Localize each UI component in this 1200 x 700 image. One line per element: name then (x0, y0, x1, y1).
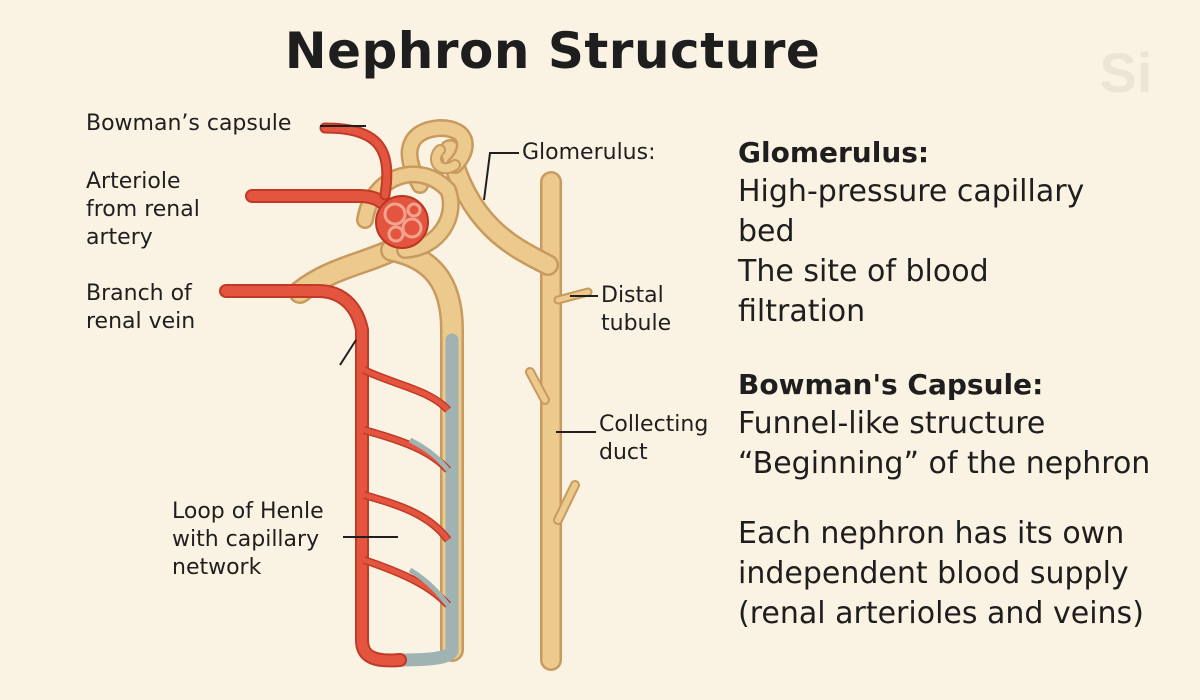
brand-logo-text: Si (1100, 41, 1153, 104)
note-line-1: Each nephron has its own (738, 516, 1125, 551)
note-line-2: independent blood supply (738, 556, 1129, 591)
glomerulus-line-2: bed (738, 214, 795, 249)
renal-vein-branch (219, 284, 407, 668)
label-glomerulus: Glomerulus: (522, 140, 656, 165)
leader-vein-marker (339, 339, 357, 366)
leader-lines (320, 125, 598, 538)
glomerulus-line-1: High-pressure capillary (738, 174, 1085, 209)
glomerulus-capillaries (375, 195, 429, 249)
bowman-line-1: Funnel-like structure (738, 406, 1046, 441)
brand-logo: Si (1100, 41, 1153, 104)
capillary-network (362, 366, 452, 608)
label-distal-tubule: Distal tubule (601, 283, 672, 336)
info-panel: Glomerulus: High-pressure capillary bed … (738, 134, 1188, 634)
label-collecting-duct: Collecting duct (599, 412, 709, 465)
glomerulus-line-4: filtration (738, 294, 866, 329)
label-arteriole: Arteriole from renal artery (86, 169, 200, 250)
label-branch-vein: Branch of renal vein (86, 281, 196, 334)
leader-glomerulus (483, 152, 519, 201)
label-loop-of-henle: Loop of Henle with capillary network (172, 499, 324, 580)
bowman-heading: Bowman's Capsule: (738, 368, 1044, 401)
label-bowmans-capsule: Bowman’s capsule (86, 111, 292, 136)
glomerulus-heading: Glomerulus: (738, 136, 930, 169)
bowman-section: Bowman's Capsule: Funnel-like structure … (738, 366, 1188, 484)
glomerulus-section: Glomerulus: High-pressure capillary bed … (738, 134, 1188, 332)
afferent-arteriole (245, 122, 397, 222)
diagram-title: Nephron Structure (284, 22, 821, 80)
distal-tubule (439, 139, 559, 276)
glomerulus-line-3: The site of blood (738, 254, 989, 289)
bowman-line-2: “Beginning” of the nephron (738, 446, 1151, 481)
note-line-3: (renal arterioles and veins) (738, 596, 1144, 631)
supply-note: Each nephron has its own independent blo… (738, 514, 1188, 634)
bowmans-capsule (356, 118, 474, 259)
